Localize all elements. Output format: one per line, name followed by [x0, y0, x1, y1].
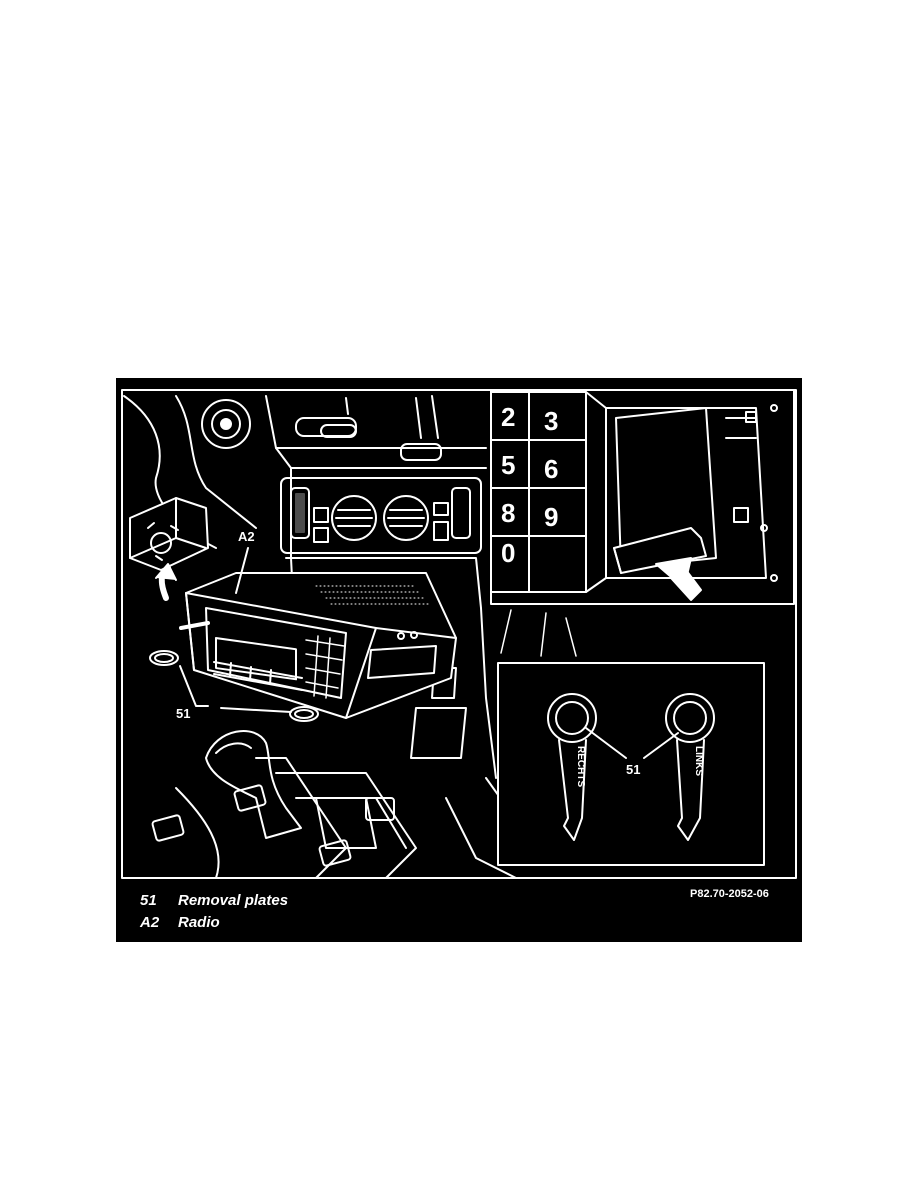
legend-code-a2: A2: [140, 914, 160, 931]
legend-code-51: 51: [140, 892, 157, 909]
keypad-closeup-illustration: [491, 391, 778, 601]
key-label-links: LINKS: [693, 746, 704, 776]
diagram-svg: 2 3 5 6 8 9 0 RECHTS LINKS A2 51 51: [121, 389, 797, 879]
keypad-digit: 5: [501, 450, 515, 480]
keypad-digit: 8: [501, 498, 515, 528]
inset-keys-frame: [497, 662, 765, 866]
removal-keys-illustration: [547, 693, 715, 841]
keypad-digit: 0: [501, 538, 515, 568]
leader-51-right: [220, 707, 292, 713]
keypad-digit: 6: [544, 454, 558, 484]
radio-illustration: [179, 572, 457, 719]
removal-plates-illustration: [149, 650, 319, 722]
mirror-switch-illustration: [129, 497, 209, 601]
keypad-digits: 2 3 5 6 8 9 0: [501, 402, 558, 568]
figure-panel: 2 3 5 6 8 9 0 RECHTS LINKS A2 51 51 P82.…: [116, 378, 802, 942]
figure-reference: P82.70-2052-06: [690, 888, 769, 900]
callout-a2: A2: [238, 529, 255, 544]
keypad-digit: 9: [544, 502, 558, 532]
frame-border: [121, 389, 797, 879]
keypad-digit: 2: [501, 402, 515, 432]
callout-51-inset: 51: [626, 762, 640, 777]
key-label-rechts: RECHTS: [575, 746, 586, 787]
legend-desc-51: Removal plates: [178, 892, 289, 909]
dashboard-illustration: [123, 395, 537, 879]
legend-desc-a2: Radio: [178, 914, 220, 931]
keypad-digit: 3: [544, 406, 558, 436]
leader-51-left: [179, 665, 209, 707]
callout-51-main: 51: [176, 706, 190, 721]
leader-a2: [235, 547, 249, 594]
